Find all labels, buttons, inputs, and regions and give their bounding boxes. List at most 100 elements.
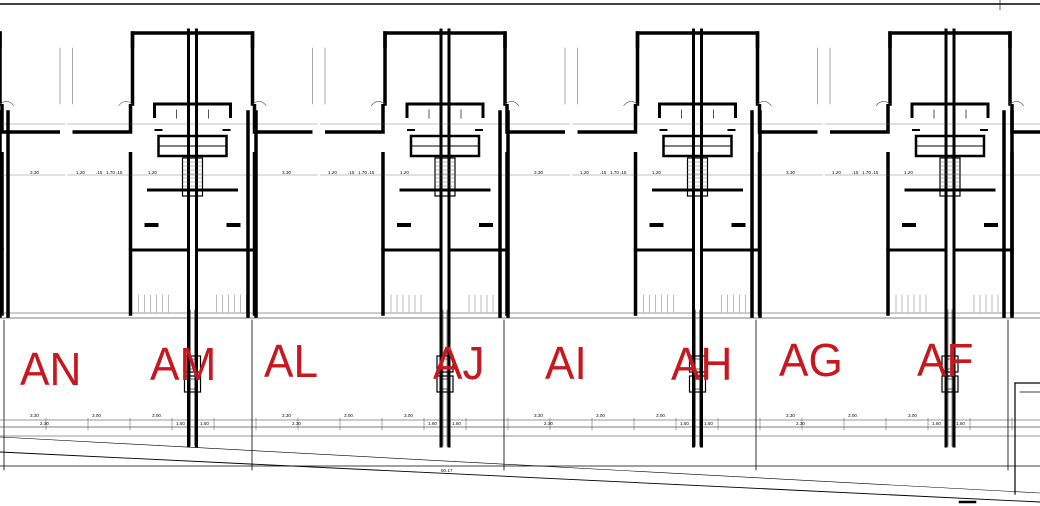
interior-dimension: .15 (600, 170, 607, 175)
bottom-dimension: 1.60 (680, 421, 689, 426)
bottom-dimension: 1.60 (956, 421, 965, 426)
interior-dimension: .15 (96, 170, 103, 175)
utility-box-inner (187, 358, 198, 370)
utility-box (941, 355, 959, 373)
utility-box (688, 355, 707, 373)
core-wall-top (658, 102, 737, 118)
unit-label: AH (671, 338, 733, 390)
rear-patio-wall (130, 31, 255, 48)
door-swing (252, 101, 267, 107)
utility-box (436, 375, 454, 393)
interior-dimension: .15 (116, 170, 123, 175)
bottom-dimension: 3.00 (92, 413, 101, 418)
interior-dimension: 1.70 (610, 170, 619, 175)
door-swing (875, 101, 891, 107)
interior-dimension: .15 (852, 170, 859, 175)
bottom-dimension: 2.30 (40, 421, 49, 426)
slanted-site-boundary (0, 451, 1040, 503)
interior-dimension: 1.20 (904, 170, 913, 175)
stair-block (939, 157, 961, 197)
interior-dimension: 3.30 (282, 170, 291, 175)
rear-patio-wall (383, 31, 507, 48)
utility-box (183, 375, 202, 393)
utility-box-inner (439, 378, 451, 390)
bottom-dimension: 3.30 (534, 413, 543, 418)
bottom-dimension: 1.60 (200, 421, 209, 426)
interior-dimension: .15 (368, 170, 375, 175)
interior-dimension: 1.70 (862, 170, 871, 175)
interior-dimension: 1.70 (358, 170, 367, 175)
unit-label: AF (917, 334, 974, 386)
interior-dimension: .15 (620, 170, 627, 175)
utility-box (941, 375, 959, 393)
bottom-dimension: 1.60 (176, 421, 185, 426)
bottom-dimension: 3.00 (596, 413, 605, 418)
interior-dimension: 3.30 (30, 170, 39, 175)
utility-box-inner (692, 358, 703, 370)
interior-dimension: 1.20 (580, 170, 589, 175)
interior-dimension: 1.20 (652, 170, 661, 175)
living-wall (1010, 104, 1040, 134)
utility-box-inner (439, 358, 451, 370)
living-wall (72, 104, 133, 134)
living-wall (830, 104, 890, 134)
interior-dimension: 1.20 (148, 170, 157, 175)
unit-label: AM (150, 338, 217, 390)
door-swing (757, 101, 772, 107)
rear-patio-wall (635, 31, 760, 48)
core-wall-top (405, 102, 485, 118)
bottom-dimension: 1.60 (452, 421, 461, 426)
living-wall (505, 104, 565, 134)
interior-dimension: 3.30 (534, 170, 543, 175)
utility-box (436, 355, 454, 373)
utility-box-inner (944, 378, 956, 390)
bottom-dimension: 3.00 (404, 413, 413, 418)
door-swing (504, 101, 520, 107)
stair-block (181, 157, 204, 197)
bottom-dimension: 3.30 (282, 413, 291, 418)
living-wall (0, 104, 60, 134)
unit-label: AL (264, 335, 319, 387)
bottom-dimension: 1.60 (932, 421, 941, 426)
bottom-dimension: 2.30 (544, 421, 553, 426)
overall-dimension: 60.17 (441, 468, 453, 473)
bottom-dimension: 1.60 (428, 421, 437, 426)
bottom-dimension: 3.30 (30, 413, 39, 418)
interior-dimension: .15 (872, 170, 879, 175)
bottom-dimension: 3.30 (786, 413, 795, 418)
unit-label: AN (20, 343, 82, 395)
door-swing (118, 101, 133, 107)
bottom-dimension: 3.00 (152, 413, 161, 418)
core-wall-top (910, 102, 990, 118)
interior-dimension: 1.20 (328, 170, 337, 175)
core-wall-top (153, 102, 232, 118)
utility-box-inner (692, 378, 703, 390)
bottom-dimension: 3.00 (344, 413, 353, 418)
door-swing (0, 101, 15, 107)
slanted-site-boundary-inner (0, 436, 1040, 494)
door-swing (623, 101, 638, 107)
bottom-dimension: 2.30 (796, 421, 805, 426)
door-swing (1009, 101, 1025, 107)
unit-label: AG (779, 334, 843, 386)
bottom-dimension: 3.00 (656, 413, 665, 418)
door-swing (370, 101, 386, 107)
interior-dimension: 1.20 (832, 170, 841, 175)
utility-box-inner (187, 378, 198, 390)
rear-patio-wall (888, 31, 1012, 48)
interior-dimension: 1.70 (106, 170, 115, 175)
bottom-dimension: 1.60 (704, 421, 713, 426)
utility-box (688, 375, 707, 393)
living-wall (252, 104, 313, 134)
interior-dimension: 3.30 (786, 170, 795, 175)
utility-box-inner (944, 358, 956, 370)
bottom-dimension: 3.00 (908, 413, 917, 418)
interior-dimension: 1.20 (400, 170, 409, 175)
unit-label: AJ (433, 337, 485, 389)
interior-dimension: .15 (348, 170, 355, 175)
living-wall (577, 104, 638, 134)
bottom-dimension: 2.30 (292, 421, 301, 426)
utility-box (183, 355, 202, 373)
stair-block (686, 157, 709, 197)
